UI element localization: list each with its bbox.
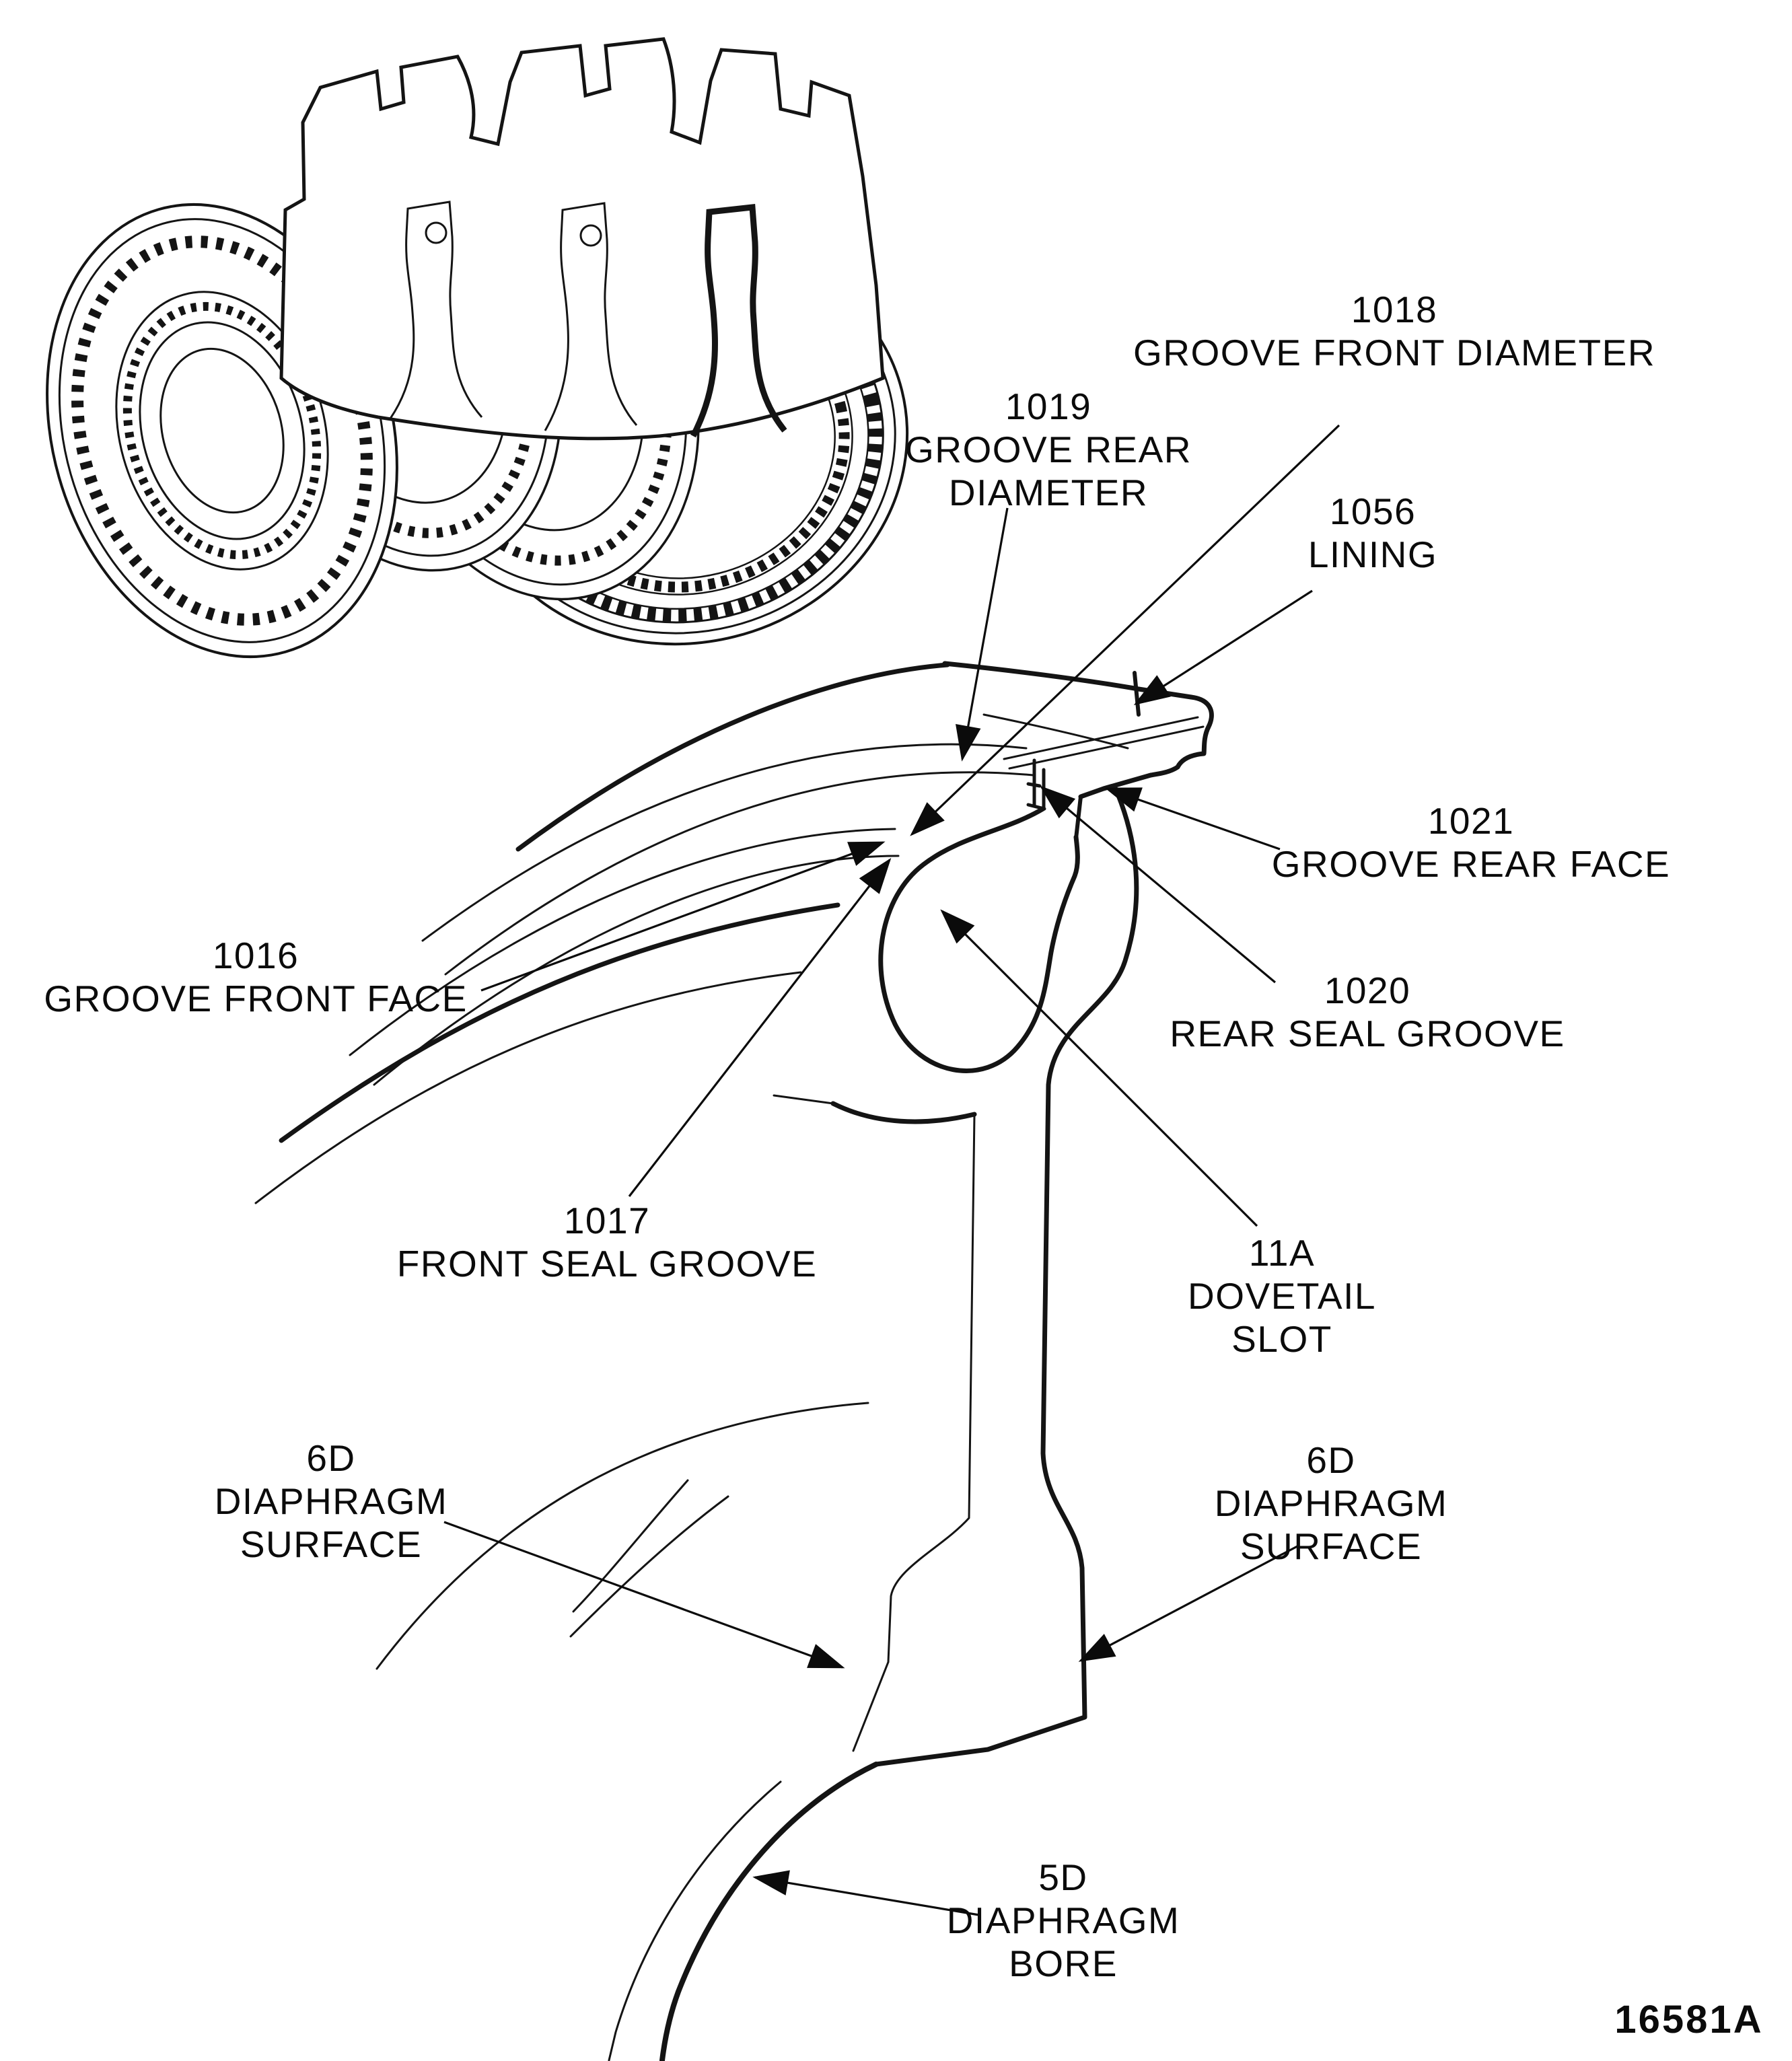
web-left-edge [887,1113,976,1663]
rotor-isometric-inset [46,37,909,659]
lining-step [1133,671,1141,717]
lining-edge-lines [1003,716,1205,770]
callout-groove-rear-face-line: GROOVE REAR FACE [1271,843,1671,885]
callout-rear-seal-groove-line: 1020 [1324,970,1411,1011]
callout-rear-seal-groove-line: REAR SEAL GROOVE [1170,1013,1565,1054]
callout-diaphragm-bore-line: DIAPHRAGM [946,1900,1180,1941]
callout-groove-front-face-line: 1016 [212,935,299,976]
callout-groove-rear-diameter-line: GROOVE REAR [904,429,1192,470]
leader-dovetail-slot [940,909,1258,1227]
callout-front-seal-groove-line: FRONT SEAL GROOVE [396,1243,818,1285]
callout-groove-front-face-line: GROOVE FRONT FACE [44,978,468,1019]
callout-groove-rear-diameter-line: DIAMETER [948,472,1149,513]
callout-groove-front-diameter-line: GROOVE FRONT DIAMETER [1133,332,1656,373]
leader-front-seal-groove [628,857,892,1197]
leader-lines [443,424,1340,1916]
leader-groove-front-diameter [910,424,1340,836]
callout-diaphragm-surface-left-line: SURFACE [240,1523,423,1565]
leader-lining [1133,589,1313,706]
rim-top-edge [942,661,1194,700]
callout-dovetail-slot-line: DOVETAIL [1188,1275,1376,1317]
slot-bottom-wall [830,1101,977,1124]
callout-lining-line: LINING [1307,534,1438,575]
leader-diaphragm-surface-left [443,1521,845,1669]
callout-diaphragm-surface-left-line: DIAPHRAGM [214,1480,448,1522]
callout-diaphragm-surface-left-line: 6D [306,1437,356,1479]
figure-number: 16581A [1614,1998,1764,2041]
dovetail-slot-outline [878,806,1080,1073]
inset-highlighted-disk [690,204,787,438]
callout-lining-line: 1056 [1329,491,1417,532]
callout-groove-rear-face-line: 1021 [1427,800,1515,842]
callout-diaphragm-surface-right-line: 6D [1306,1439,1356,1481]
leader-diaphragm-surface-right [1078,1545,1298,1662]
callout-diaphragm-bore-line: 5D [1038,1856,1088,1898]
callout-dovetail-slot-line: SLOT [1231,1318,1332,1360]
leader-groove-front-face [480,841,886,992]
front-seal-groove-teeth [1026,758,1046,811]
leader-groove-rear-diameter [956,507,1009,762]
callout-diaphragm-surface-right-line: DIAPHRAGM [1214,1482,1448,1524]
callout-dovetail-slot-line: 11A [1248,1232,1316,1274]
callout-diaphragm-bore-line: BORE [1009,1943,1118,1984]
drum-outer-arc [515,662,950,852]
callout-groove-rear-diameter-line: 1019 [1005,386,1092,427]
callout-diaphragm-surface-right-line: SURFACE [1240,1525,1423,1567]
web-right-edge [873,783,1139,1767]
leader-groove-rear-face [1104,787,1281,851]
callout-groove-front-diameter-line: 1018 [1351,289,1438,330]
leader-rear-seal-groove [1040,785,1277,984]
bore-arc [659,1762,879,2061]
leader-diaphragm-bore [752,1870,980,1916]
spool-cross-section [254,661,1214,2061]
callout-front-seal-groove-line: 1017 [563,1200,651,1241]
rim-rear-edge [1078,694,1214,799]
